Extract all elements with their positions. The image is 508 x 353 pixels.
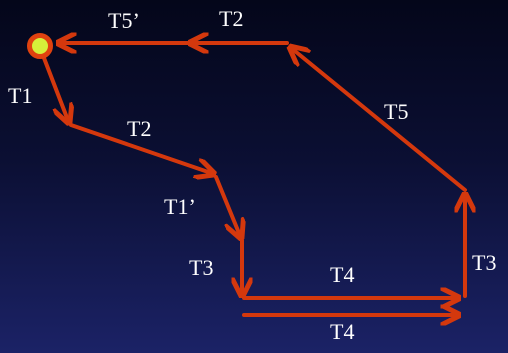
arrow-t2-mid	[69, 123, 214, 174]
label-t4-upper: T4	[330, 262, 355, 287]
label-t5-prime: T5’	[108, 8, 140, 33]
label-t4-lower: T4	[330, 319, 355, 344]
arrow-t1-prime	[214, 175, 241, 238]
label-t1-prime: T1’	[164, 194, 196, 219]
label-t2-top: T2	[219, 6, 244, 31]
label-t2-mid: T2	[127, 116, 152, 141]
label-t1: T1	[8, 83, 33, 108]
start-node	[27, 33, 53, 59]
label-t3-left: T3	[189, 255, 214, 280]
arrow-t1	[42, 56, 69, 123]
label-t3-right: T3	[472, 250, 497, 275]
arrow-t5	[290, 47, 467, 192]
label-t5: T5	[384, 99, 409, 124]
